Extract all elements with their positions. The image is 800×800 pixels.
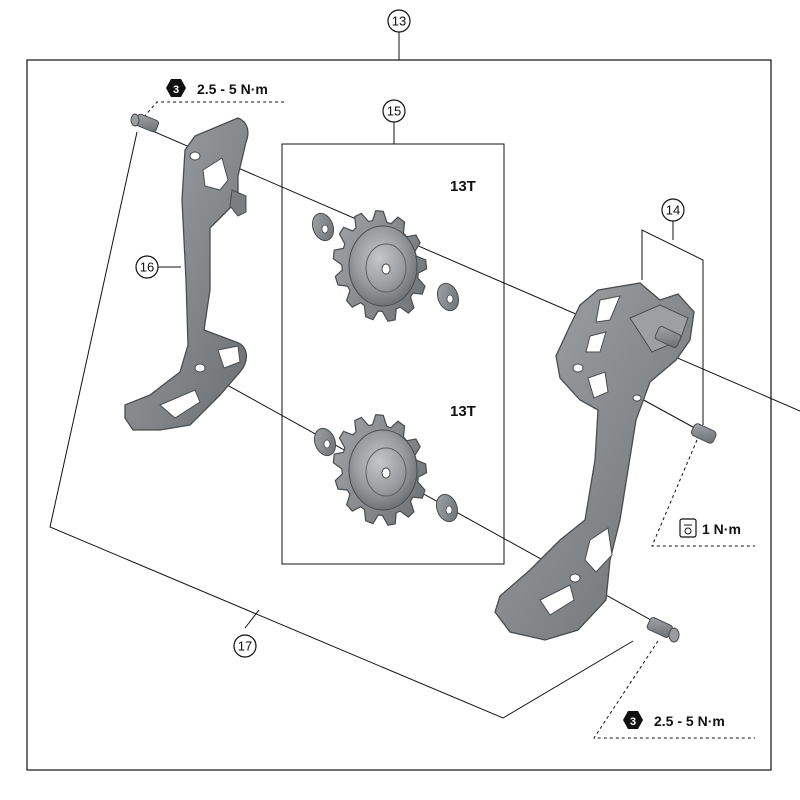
bolt-top-left — [130, 113, 160, 133]
washer-lower-right — [435, 493, 459, 523]
torque-value-top-left: 2.5 - 5 N·m — [197, 81, 268, 97]
washer-upper-right — [436, 282, 460, 312]
hex-wrench-icon — [623, 711, 643, 729]
callout-15: 15 — [382, 99, 406, 144]
upper-pulley-teeth-label: 13T — [450, 178, 476, 195]
washer-upper-left — [311, 212, 335, 242]
torque-leader-lines — [135, 101, 755, 739]
pulley-ring — [365, 447, 407, 497]
torque-spec-bottom-right: 3 2.5 - 5 N·m — [623, 711, 725, 729]
pulley-bore — [381, 467, 391, 479]
hex-icon-number: 3 — [173, 84, 179, 96]
pulley-bore — [381, 263, 391, 275]
callout-13-label: 13 — [392, 14, 406, 29]
callout-15-label: 15 — [387, 104, 401, 119]
torque-value-bottom-right: 2.5 - 5 N·m — [654, 713, 725, 729]
bolt-bottom-right — [646, 616, 680, 643]
callout-16: 16 — [135, 255, 181, 279]
torque-value-pivot-pin: 1 N·m — [702, 521, 741, 537]
pivot-pin — [690, 423, 717, 444]
callout-17-label: 17 — [238, 639, 252, 654]
callout-14: 14 — [641, 198, 704, 425]
upper-pulley — [332, 209, 428, 322]
hex-wrench-icon — [166, 79, 186, 97]
lower-pulley — [332, 413, 428, 526]
torque-spec-pivot-pin: 1 N·m — [679, 518, 741, 538]
lower-pulley-teeth-label: 13T — [450, 403, 476, 420]
callout-13: 13 — [387, 9, 411, 60]
washer-lower-left — [313, 427, 337, 457]
outer-cage-plate — [494, 282, 695, 641]
callout-16-label: 16 — [140, 260, 154, 275]
pulley-set-box — [281, 143, 505, 565]
hex-icon-number: 3 — [630, 716, 636, 728]
callout-17: 17 — [49, 131, 634, 719]
callout-14-label: 14 — [666, 203, 680, 218]
inner-cage-plate — [124, 117, 249, 431]
pulley-ring — [365, 243, 407, 293]
torque-spec-top-left: 3 2.5 - 5 N·m — [166, 79, 268, 97]
